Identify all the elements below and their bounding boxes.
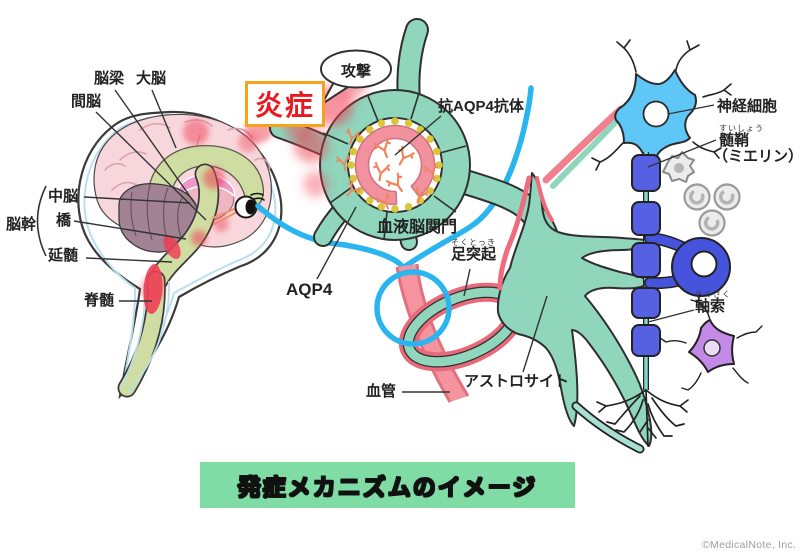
vessel-along-astrocyte bbox=[497, 175, 554, 291]
label-nerve-cell: 神経細胞 bbox=[717, 98, 778, 115]
vessel-highlight-circle bbox=[374, 269, 452, 347]
myelin-reading: すいしょう bbox=[719, 124, 764, 133]
vessel-wall-ring bbox=[355, 125, 435, 205]
aqp4-dots bbox=[347, 117, 443, 213]
label-bbb: 血液脳関門 bbox=[377, 219, 458, 236]
foot-process-text: 足突起 bbox=[451, 246, 497, 264]
label-medulla: 延髄 bbox=[48, 247, 79, 264]
vessel-lumen bbox=[369, 139, 421, 191]
label-cerebrum: 大脳 bbox=[136, 70, 167, 87]
attack-bubble bbox=[320, 49, 392, 105]
eye-icon bbox=[234, 192, 265, 219]
label-brainstem: 脳幹 bbox=[6, 216, 37, 233]
cord-sheath-line2 bbox=[127, 280, 170, 393]
endfeet-seams bbox=[322, 92, 467, 240]
label-astrocyte: アストロサイト bbox=[464, 373, 570, 390]
axon-text: 軸索 bbox=[695, 298, 726, 316]
label-corpus-callosum: 脳梁 bbox=[94, 70, 125, 87]
vessel-wall-right bbox=[415, 263, 470, 397]
oligodendrocyte bbox=[671, 237, 731, 297]
myelin-text: 髄鞘 bbox=[719, 132, 750, 150]
vessel-wall-outline2 bbox=[367, 137, 423, 193]
myelin-paren-text: （ミエリン） bbox=[713, 148, 800, 166]
label-axon: じくさく 軸索 bbox=[695, 290, 731, 316]
white-blood-cell bbox=[713, 183, 741, 211]
label-blood-vessel: 血管 bbox=[366, 383, 397, 400]
brain-illustration bbox=[36, 89, 283, 400]
label-aqp4: AQP4 bbox=[286, 280, 333, 299]
caption-text: 発症メカニズムのイメージ bbox=[237, 473, 538, 500]
label-midbrain: 中脳 bbox=[48, 188, 79, 205]
vessel-band-to-neuron bbox=[542, 105, 625, 184]
foot-process-reading: そくとっき bbox=[451, 238, 496, 247]
label-foot-process: そくとっき 足突起 bbox=[451, 238, 497, 264]
astrocyte-body bbox=[496, 172, 653, 447]
brain-leader-lines bbox=[36, 89, 207, 302]
mechanism-leader-lines bbox=[316, 115, 548, 393]
immune-cells bbox=[662, 151, 741, 237]
dendrites bbox=[591, 39, 732, 171]
copyright-text: ©MedicalNote, Inc. bbox=[702, 539, 797, 551]
label-pons: 橋 bbox=[56, 212, 72, 229]
neuron-nucleus bbox=[642, 100, 670, 128]
attack-label: 攻撃 bbox=[340, 63, 371, 80]
label-myelin: すいしょう 髄鞘 （ミエリン） bbox=[713, 124, 800, 165]
purple-cell bbox=[659, 293, 763, 391]
inflammation-label: 炎症 bbox=[254, 90, 315, 121]
caption-banner: 発症メカニズムのイメージ bbox=[200, 462, 575, 508]
astrocyte-far-arm-fill bbox=[573, 403, 643, 452]
neuron-illustration bbox=[571, 39, 763, 454]
label-diencephalon: 間脳 bbox=[71, 93, 102, 110]
axon-reading: じくさく bbox=[695, 290, 731, 299]
brainstem-fill bbox=[149, 165, 218, 289]
label-anti-aqp4: 抗AQP4抗体 bbox=[438, 98, 524, 115]
brainstem-bracket bbox=[36, 185, 47, 257]
neuron-leader-lines bbox=[647, 104, 717, 323]
white-blood-cell bbox=[698, 209, 726, 237]
axon-terminals bbox=[596, 389, 689, 447]
bbb-curve bbox=[255, 203, 405, 269]
astrocyte-band-to-neuron bbox=[550, 110, 627, 189]
white-blood-cell bbox=[683, 183, 711, 211]
inflammation-box: 炎症 bbox=[245, 81, 325, 127]
myelin-segments bbox=[631, 154, 661, 357]
label-spinal-cord: 脊髄 bbox=[84, 292, 115, 309]
wall-gap-cap2 bbox=[395, 191, 398, 205]
